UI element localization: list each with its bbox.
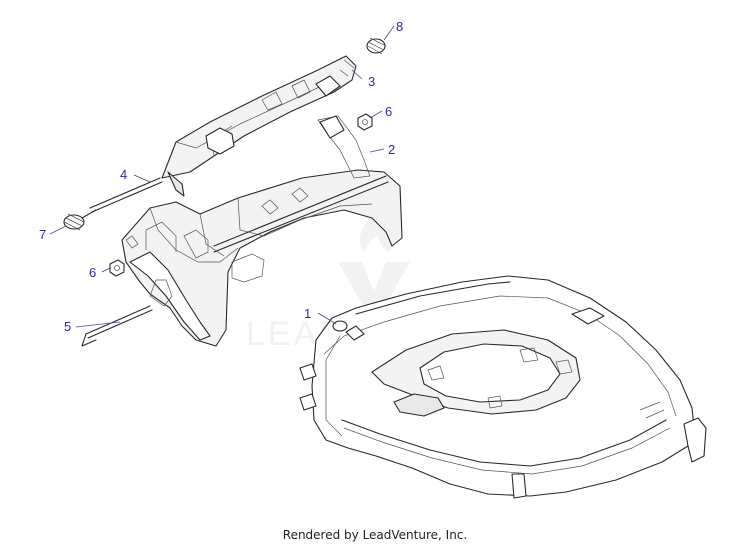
part-6-nut-upper [357, 113, 373, 131]
part-6-nut-lower [109, 259, 125, 277]
callout-1: 1 [304, 306, 311, 321]
callout-3: 3 [368, 74, 375, 89]
part-8-torsion-spring [366, 37, 387, 55]
callout-5: 5 [64, 319, 71, 334]
footer-credit: Rendered by LeadVenture, Inc. [282, 528, 468, 542]
callout-8: 8 [396, 19, 403, 34]
part-1-mower-deck [299, 275, 707, 499]
part-4-hinge-rod [89, 177, 163, 213]
part-2-rear-door-frame [121, 115, 403, 347]
part-7-torsion-spring [63, 209, 97, 231]
callout-2: 2 [388, 142, 395, 157]
callout-4: 4 [120, 167, 127, 182]
callout-6-upper: 6 [385, 104, 392, 119]
callout-leaders [49, 25, 395, 328]
part-5-axle-rod [81, 305, 153, 347]
callout-7: 7 [39, 227, 46, 242]
part-3-rear-plate [161, 55, 357, 197]
callout-6-lower: 6 [89, 265, 96, 280]
